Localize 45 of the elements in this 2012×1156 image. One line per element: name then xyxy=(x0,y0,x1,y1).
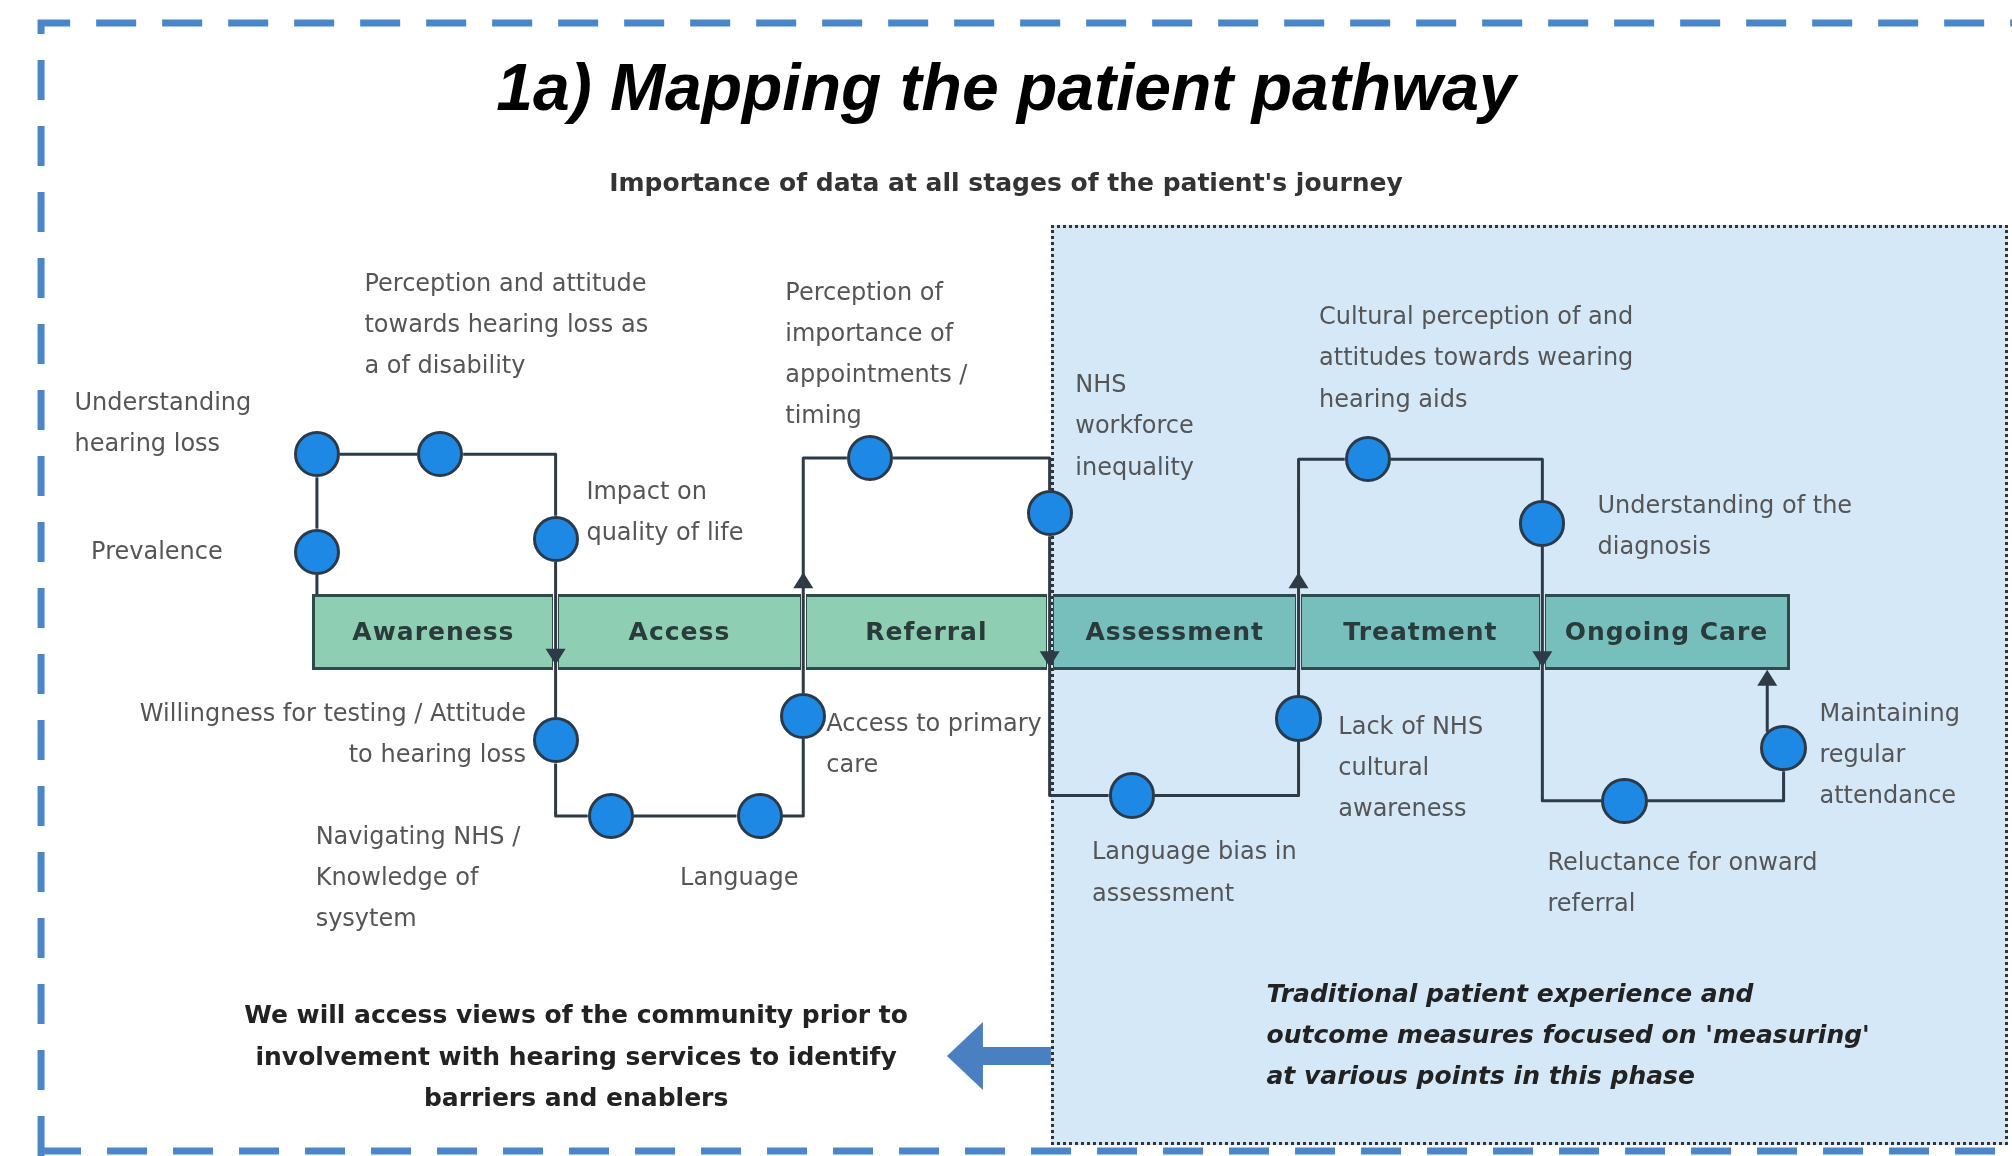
summary-note: We will access views of the community prior to involvement with hearing services to identify barriers and enablers xyxy=(205,994,947,1118)
stage-note: Maintaining regular attendance xyxy=(1819,697,1961,811)
stage-note: Prevalence xyxy=(91,536,224,568)
arrow xyxy=(1039,536,1109,798)
connector-line xyxy=(315,574,319,595)
stage-segment: Assessment xyxy=(1053,594,1296,670)
stage-note: Access to primary care xyxy=(826,708,1043,781)
connector-line xyxy=(315,477,319,529)
stage-note: Impact on quality of life xyxy=(586,475,745,548)
connector-line xyxy=(893,456,1052,491)
panel-note: Traditional patient experience and outcome measures focused on 'measuring' at various points in this phase xyxy=(1266,977,1871,1092)
stage-note: Understanding of the diagnosis xyxy=(1597,490,1854,563)
stage-segment: Treatment xyxy=(1301,594,1540,670)
connector-line xyxy=(1154,741,1301,798)
connector-line xyxy=(463,452,558,516)
stage-note: Perception of importance of appointments / timing xyxy=(785,277,969,432)
shaded-panel xyxy=(1050,224,2009,1145)
connector-line xyxy=(1390,457,1544,501)
arrow xyxy=(793,456,847,693)
stage-note: Lack of NHS cultural awareness xyxy=(1338,710,1485,824)
arrow xyxy=(1532,546,1602,803)
block-arrow xyxy=(946,1022,1051,1091)
stage-note: NHS workforce inequality xyxy=(1075,369,1195,483)
arrow xyxy=(1757,669,1778,732)
arrow xyxy=(545,562,566,718)
stage-segment: Access xyxy=(558,594,801,670)
stage-note: Navigating NHS / Knowledge of sysytem xyxy=(315,821,522,935)
stage-note: Understanding hearing loss xyxy=(74,387,253,460)
connector-line xyxy=(340,452,417,456)
stage-note: Language xyxy=(680,862,800,894)
stage-segment: Awareness xyxy=(311,594,554,670)
connector-line xyxy=(554,763,588,818)
stage-note: Language bias in assessment xyxy=(1091,836,1298,909)
stage-note: Cultural perception of and attitudes towards wearing hearing aids xyxy=(1319,301,1635,415)
title: 1a) Mapping the patient pathway xyxy=(0,48,2012,125)
connector-line xyxy=(782,739,805,818)
stage-segment: Ongoing Care xyxy=(1544,594,1790,670)
subtitle: Importance of data at all stages of the patient's journey xyxy=(608,166,1404,199)
connector-line xyxy=(1647,771,1786,803)
stage-note: Perception and attitude towards hearing loss as a of disability xyxy=(364,268,650,382)
stage-segment: Referral xyxy=(805,594,1048,670)
connector-line xyxy=(633,814,737,818)
stage-note: Willingness for testing / Attitude to hearing loss xyxy=(138,697,527,770)
stage-note: Reluctance for onward referral xyxy=(1547,846,1819,919)
arrow xyxy=(1288,457,1345,696)
